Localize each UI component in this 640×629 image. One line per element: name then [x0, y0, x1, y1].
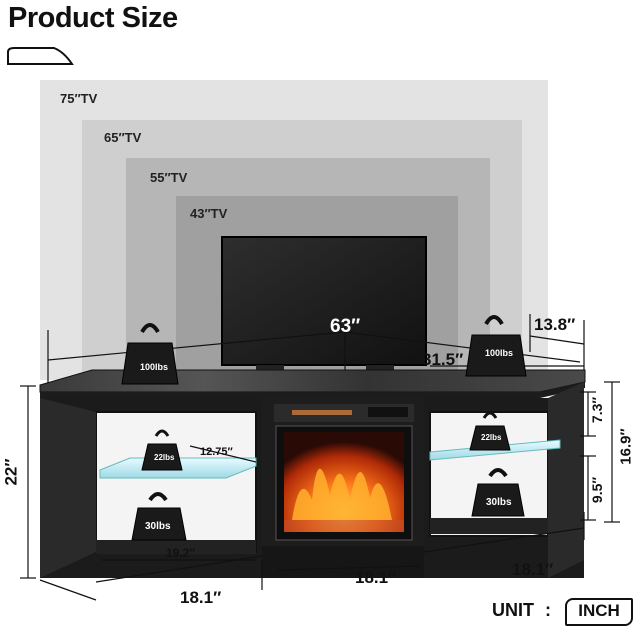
right-section-label: 18.1″ [512, 560, 554, 579]
middle-section-label: 18.1″ [355, 568, 397, 587]
weight-label-shelf-left-upper: 22lbs [154, 453, 175, 462]
depth-label: 13.8″ [534, 315, 576, 334]
side-dimension-lines [580, 381, 620, 523]
weight-label-shelf-right-lower: 30lbs [486, 497, 512, 508]
bottom-dimension-lines [39, 512, 585, 601]
unit-label-text: UNIT [492, 600, 534, 620]
left-section-label: 18.1″ [180, 588, 222, 607]
upper-opening-label: 7.3″ [589, 396, 606, 424]
tv-75-label: 75″TV [60, 91, 98, 106]
shelf-dimension-lines [102, 445, 257, 561]
weight-label-top-left: 100lbs [140, 362, 169, 372]
side-height-label: 16.9″ [617, 428, 635, 465]
tv-65-label: 65″TV [104, 130, 142, 145]
page-title: Product Size [8, 2, 178, 34]
weight-label-shelf-left-lower: 30lbs [145, 521, 171, 532]
shelf-width-label: 19.2″ [166, 546, 196, 560]
weight-icons [121, 315, 527, 541]
unit-value-badge: INCH [565, 598, 633, 626]
total-length-label: 63″ [330, 316, 361, 337]
height-dimension-line [20, 385, 36, 579]
weight-label-shelf-right-upper: 22lbs [481, 433, 502, 442]
weight-label-top-right: 100lbs [485, 348, 514, 358]
unit-separator: : [545, 600, 552, 620]
height-label: 22″ [1, 458, 21, 486]
tv-55-label: 55″TV [150, 170, 188, 185]
tv-43-label: 43″TV [190, 206, 228, 221]
top-half-label: 31.5″ [422, 350, 464, 369]
television [221, 236, 427, 378]
lower-opening-label: 9.5″ [589, 476, 606, 504]
shelf-depth-label: 12.75″ [200, 446, 233, 458]
unit-label: UNIT : [492, 600, 551, 621]
